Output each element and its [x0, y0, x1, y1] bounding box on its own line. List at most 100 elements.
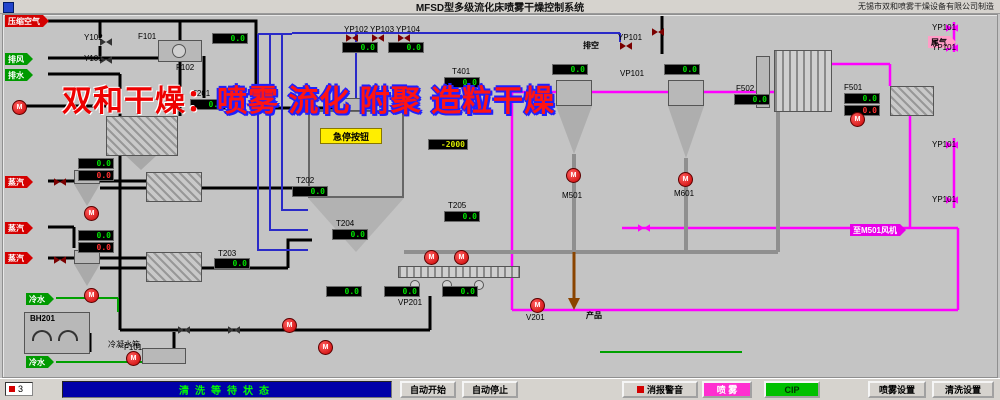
display-top-2: 0.0	[388, 42, 424, 53]
display-row-3: 0.0	[442, 286, 478, 297]
display-f201-b: 0.0	[78, 170, 114, 181]
cip-button[interactable]: CIP	[764, 381, 820, 398]
display-f203-b: 0.0	[78, 242, 114, 253]
watermark-slogan: 喷雾 流化 附聚 造粒干燥	[217, 85, 556, 118]
display-f501: 0.0	[844, 93, 880, 104]
port-steam-2: 蒸汽	[5, 222, 33, 234]
pump-feeder-1[interactable]: M	[84, 206, 99, 221]
drying-chamber[interactable]	[308, 110, 404, 198]
pump-bed-1[interactable]: M	[424, 250, 439, 265]
tag-f502: F502	[736, 84, 755, 93]
display-f502: 0.0	[734, 94, 770, 105]
pump-v201[interactable]: M	[530, 298, 545, 313]
feeder-1-cone	[74, 184, 100, 206]
cyclone-1-cone	[556, 106, 592, 154]
cyclone-2-cone	[668, 106, 704, 158]
title-bar: MFSD型多级流化床喷雾干燥控制系统 无锡市双和喷雾干燥设备有限公司制造	[0, 0, 1000, 14]
tag-yp101-top: YP101	[618, 33, 643, 42]
pump-bottom-2[interactable]: M	[318, 340, 333, 355]
display-chamber-pressure: -2000	[428, 139, 468, 150]
display-f102: 0.0	[212, 33, 248, 44]
auto-start-button[interactable]: 自动开始	[400, 381, 456, 398]
tag-t205: T205	[448, 201, 467, 210]
fluid-bed[interactable]	[398, 266, 520, 278]
port-steam-1: 蒸汽	[5, 176, 33, 188]
display-t204: 0.0	[332, 229, 368, 240]
pump-condensate[interactable]: M	[126, 351, 141, 366]
pump-inlet[interactable]: M	[12, 100, 27, 115]
tag-yp101-r1: YP101	[932, 23, 957, 32]
clean-setup-button[interactable]: 清洗设置	[932, 381, 994, 398]
tag-t401: T401	[452, 67, 471, 76]
tag-y101: Y101	[84, 54, 103, 63]
product-label: 产品	[586, 311, 602, 320]
tag-t204: T204	[336, 219, 355, 228]
tag-y102: Y102	[84, 33, 103, 42]
tag-vp201: VP201	[398, 298, 423, 307]
status-bar: 清洗等待状态	[62, 381, 392, 398]
mute-alarm-button[interactable]: 消报警音	[622, 381, 698, 398]
display-cyclone-2: 0.0	[664, 64, 700, 75]
pump-bed-2[interactable]: M	[454, 250, 469, 265]
heater-2[interactable]	[146, 252, 202, 282]
auto-stop-button[interactable]: 自动停止	[462, 381, 518, 398]
display-f201: 0.0	[78, 158, 114, 169]
tag-m601: M601	[674, 189, 695, 198]
cyclone-2-body[interactable]	[668, 80, 704, 106]
spray-setup-button[interactable]: 喷雾设置	[868, 381, 926, 398]
alarm-count: 3	[18, 384, 24, 394]
pump-m501[interactable]: M	[566, 168, 581, 183]
display-row-1: 0.0	[326, 286, 362, 297]
mute-icon	[636, 386, 644, 393]
pump-f501[interactable]: M	[850, 112, 865, 127]
tag-t203: T203	[218, 249, 237, 258]
display-t203: 0.0	[214, 258, 250, 269]
watermark: 双和干燥：喷雾 流化 附聚 造粒干燥	[62, 76, 555, 120]
heater-1[interactable]	[146, 172, 202, 202]
tag-t202: T202	[296, 176, 315, 185]
tag-bh201: BH201	[30, 314, 55, 323]
pump-feeder-2[interactable]: M	[84, 288, 99, 303]
app-icon	[3, 2, 14, 13]
alarm-count-indicator: 3	[5, 382, 33, 396]
tag-yp104: YP104	[396, 25, 421, 34]
condensate-tank	[142, 348, 186, 364]
display-row-2: 0.0	[384, 286, 420, 297]
to-fan-label: 至M501风机	[850, 224, 906, 236]
watermark-brand: 双和干燥：	[62, 85, 217, 118]
bag-filter[interactable]	[106, 116, 178, 156]
tag-vp101: VP101	[620, 69, 645, 78]
cyclone-1-body[interactable]	[556, 80, 592, 106]
company-label: 无锡市双和喷雾干燥设备有限公司制造	[858, 2, 994, 11]
pump-bottom-1[interactable]: M	[282, 318, 297, 333]
bottom-bar: 3 清洗等待状态 自动开始 自动停止 消报警音 喷 雾 CIP 喷雾设置 清洗设…	[0, 378, 1000, 400]
port-cold-water-out: 冷水	[26, 356, 54, 368]
tag-f501: F501	[844, 83, 863, 92]
tag-m501: M501	[562, 191, 583, 200]
condenser[interactable]	[890, 86, 934, 116]
alarm-dot-icon	[9, 386, 15, 392]
pump-m601[interactable]: M	[678, 172, 693, 187]
tag-f102: F102	[176, 63, 195, 72]
bag-filter-hopper	[126, 156, 156, 170]
spray-button[interactable]: 喷 雾	[702, 381, 752, 398]
tag-yp101-r2: YP101	[932, 43, 957, 52]
heat-exchanger[interactable]	[774, 50, 832, 112]
tag-v201: V201	[526, 313, 545, 322]
fan-f102-wheel	[172, 44, 186, 58]
tag-yp103: YP103	[370, 25, 395, 34]
port-compressed-air: 压缩空气	[5, 15, 49, 27]
tag-yp101-r3: YP101	[932, 140, 957, 149]
display-f203: 0.0	[78, 230, 114, 241]
tag-yp101-r4: YP101	[932, 195, 957, 204]
tag-yp102: YP102	[344, 25, 369, 34]
emergency-stop-button[interactable]: 急停按钮	[320, 128, 382, 144]
port-exhaust-air: 排风	[5, 53, 33, 65]
mute-alarm-label: 消报警音	[646, 385, 683, 395]
display-cyclone-1: 0.0	[552, 64, 588, 75]
display-top-1: 0.0	[342, 42, 378, 53]
display-t202: 0.0	[292, 186, 328, 197]
page-title: MFSD型多级流化床喷雾干燥控制系统	[415, 3, 585, 14]
feeder-2-cone	[74, 264, 100, 286]
